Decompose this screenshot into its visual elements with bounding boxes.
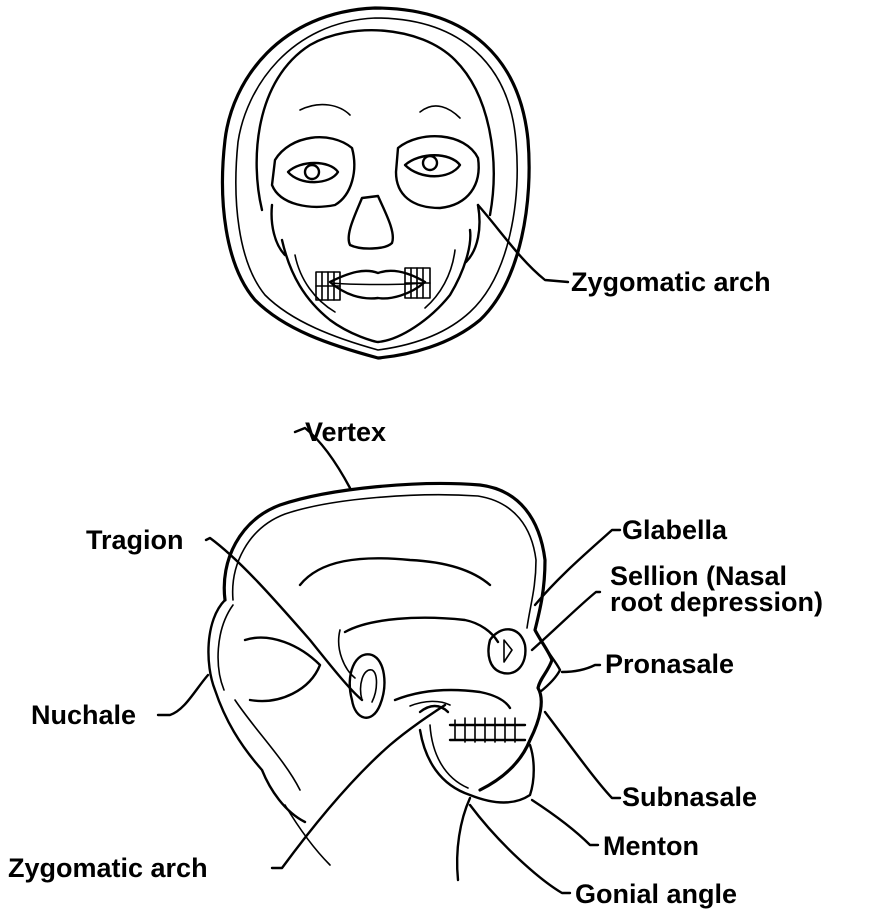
front-view-skull — [223, 8, 530, 358]
side-view-head — [208, 484, 560, 880]
tragion-label: Tragion — [86, 525, 184, 555]
sellion-label-line2: root depression) — [610, 587, 823, 617]
subnasale-label: Subnasale — [622, 782, 757, 812]
glabella-leader — [535, 530, 620, 605]
nuchale-label: Nuchale — [31, 700, 136, 730]
front-zygomatic-arch-label: Zygomatic arch — [571, 267, 771, 297]
menton-label: Menton — [603, 831, 699, 861]
glabella-label: Glabella — [622, 515, 728, 545]
side-zygomatic-arch-label: Zygomatic arch — [8, 853, 208, 883]
pronasale-leader — [562, 665, 600, 672]
pronasale-label: Pronasale — [605, 649, 734, 679]
gonial-angle-label: Gonial angle — [575, 879, 737, 909]
menton-leader — [532, 800, 598, 845]
subnasale-leader — [545, 712, 620, 798]
front-zygomatic-arch-leader — [478, 205, 568, 282]
nuchale-leader — [158, 675, 208, 715]
vertex-label: Vertex — [305, 417, 386, 447]
gonial-angle-leader — [470, 805, 570, 893]
